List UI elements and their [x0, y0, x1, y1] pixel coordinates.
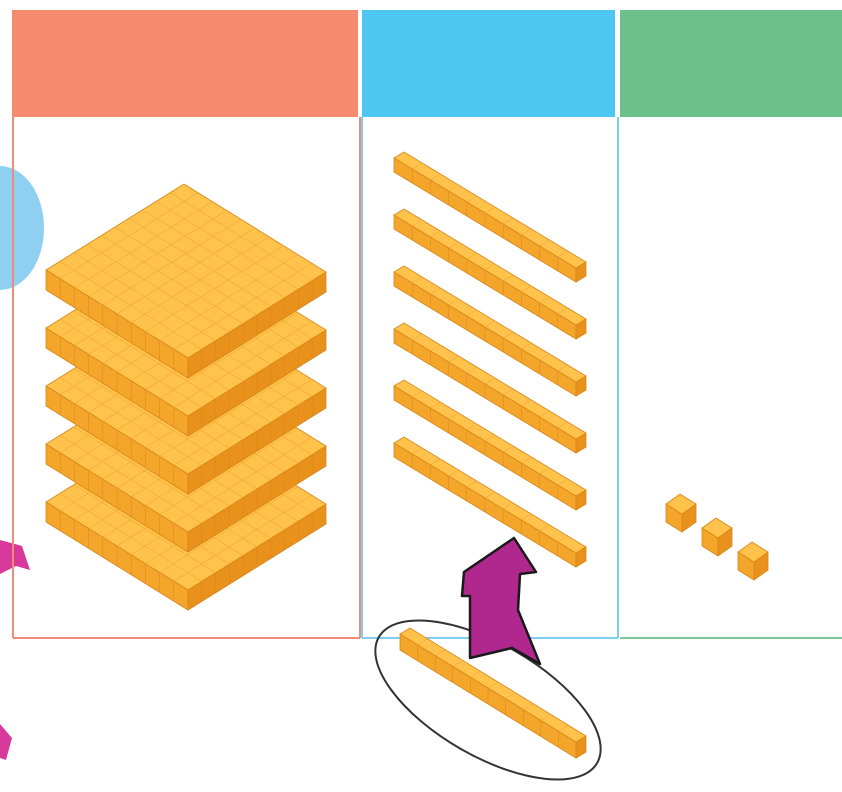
tens-rods: [394, 152, 586, 567]
side-speech-bubble: [0, 166, 44, 290]
ones-cubes: [666, 494, 768, 580]
regroup-arrow: [462, 538, 540, 664]
one-cube: [738, 542, 768, 580]
side-decoration-bottom: [0, 724, 12, 760]
header-hundreds: [12, 10, 358, 117]
hundreds-flats: [46, 184, 326, 610]
one-cube: [702, 518, 732, 556]
side-decoration-top: [0, 540, 30, 574]
header-tens: [362, 10, 615, 117]
one-cube: [666, 494, 696, 532]
header-ones: [620, 10, 842, 117]
